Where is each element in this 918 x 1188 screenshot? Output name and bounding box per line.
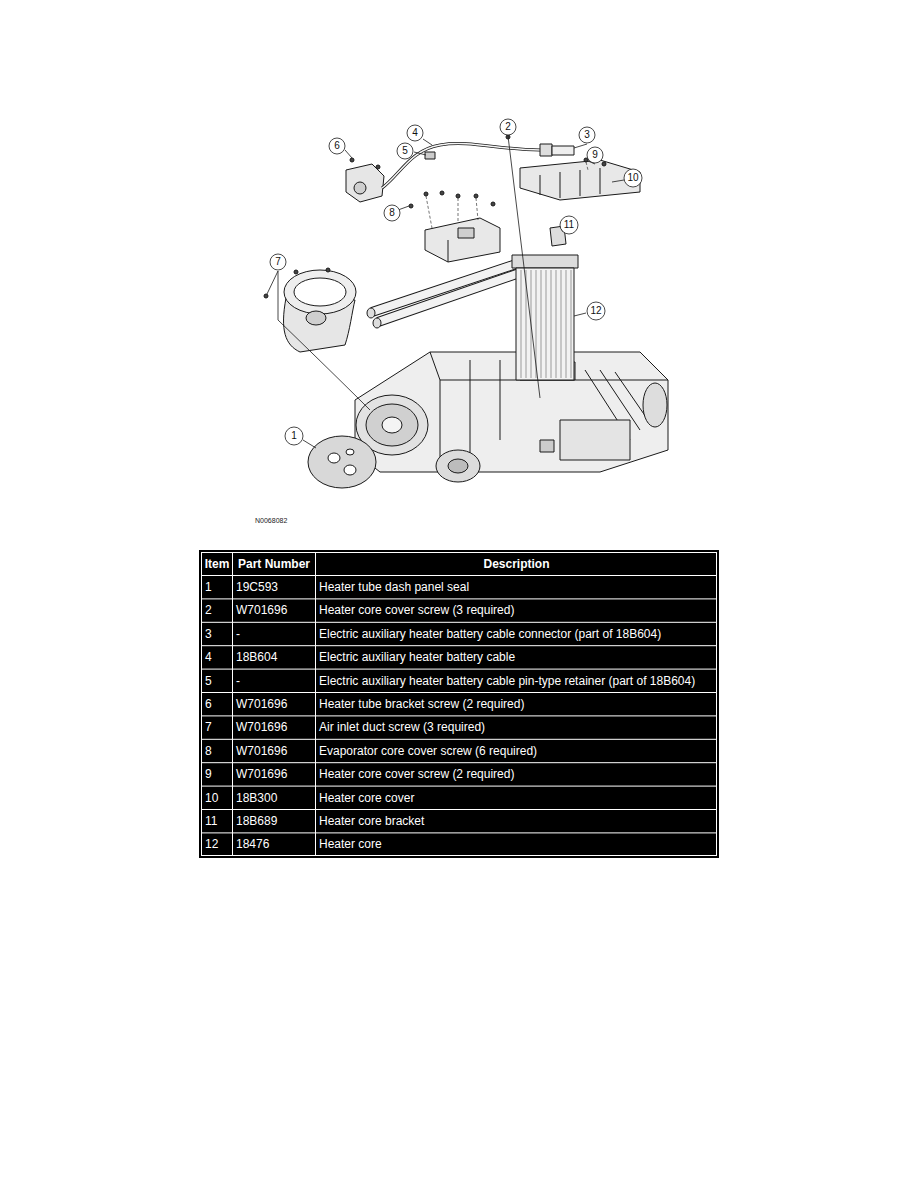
- callout-number: 9: [586, 146, 604, 164]
- table-cell: Evaporator core cover screw (6 required): [316, 740, 717, 762]
- callout-number: 1: [285, 427, 303, 445]
- table-cell: 11: [202, 810, 232, 832]
- callout-number: 4: [406, 124, 424, 142]
- callout-number: 8: [383, 204, 401, 222]
- table-cell: -: [233, 670, 315, 692]
- table-header: Description: [316, 553, 717, 576]
- table-cell: 4: [202, 646, 232, 668]
- table-cell: Heater core cover screw (3 required): [316, 599, 717, 621]
- table-cell: 18B604: [233, 646, 315, 668]
- table-cell: 1: [202, 576, 232, 598]
- table-cell: W701696: [233, 716, 315, 738]
- table-cell: Air inlet duct screw (3 required): [316, 716, 717, 738]
- table-cell: 18B689: [233, 810, 315, 832]
- table-cell: 18B300: [233, 787, 315, 809]
- figure-code: N0068082: [255, 517, 287, 524]
- table-cell: Electric auxiliary heater battery cable …: [316, 670, 717, 692]
- callout-number: 6: [328, 137, 346, 155]
- table-cell: -: [233, 623, 315, 645]
- table-cell: Heater core bracket: [316, 810, 717, 832]
- table-cell: W701696: [233, 693, 315, 715]
- callout-number: 11: [560, 216, 578, 234]
- table-cell: 18476: [233, 833, 315, 855]
- table-cell: 9: [202, 763, 232, 785]
- table-cell: Electric auxiliary heater battery cable: [316, 646, 717, 668]
- callout-number: 7: [269, 253, 287, 271]
- table-cell: W701696: [233, 740, 315, 762]
- table-cell: 8: [202, 740, 232, 762]
- table-cell: 3: [202, 623, 232, 645]
- table-cell: 10: [202, 787, 232, 809]
- callout-number: 3: [578, 126, 596, 144]
- callout-number: 10: [624, 169, 642, 187]
- table-cell: Heater core cover screw (2 required): [316, 763, 717, 785]
- table-header: Part Number: [233, 553, 315, 576]
- table-cell: 12: [202, 833, 232, 855]
- table-cell: W701696: [233, 599, 315, 621]
- table-header: Item: [202, 553, 232, 576]
- table-cell: 19C593: [233, 576, 315, 598]
- callout-number: 2: [499, 118, 517, 136]
- callout-number: 12: [587, 302, 605, 320]
- table-cell: W701696: [233, 763, 315, 785]
- table-cell: Heater core: [316, 833, 717, 855]
- table-cell: Electric auxiliary heater battery cable …: [316, 623, 717, 645]
- table-cell: 2: [202, 599, 232, 621]
- table-cell: 5: [202, 670, 232, 692]
- callout-number: 5: [396, 142, 414, 160]
- table-cell: 7: [202, 716, 232, 738]
- table-cell: Heater core cover: [316, 787, 717, 809]
- table-cell: Heater tube bracket screw (2 required): [316, 693, 717, 715]
- table-cell: Heater tube dash panel seal: [316, 576, 717, 598]
- table-cell: 6: [202, 693, 232, 715]
